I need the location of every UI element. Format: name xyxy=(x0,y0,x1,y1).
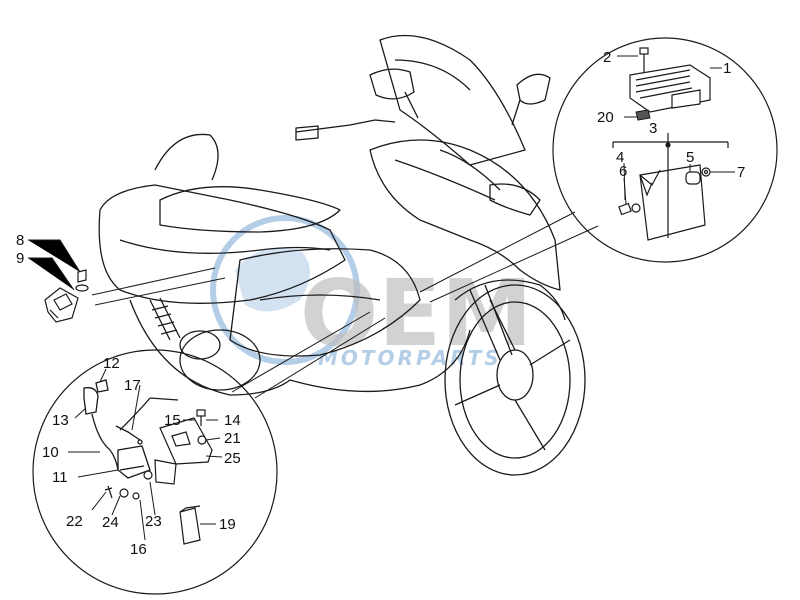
detail-circle-regulator xyxy=(552,37,778,263)
callout-7: 7 xyxy=(737,164,745,181)
callout-19: 19 xyxy=(219,516,236,533)
callout-21: 21 xyxy=(224,430,241,447)
regulator-bracket-3 xyxy=(612,133,729,238)
callout-22: 22 xyxy=(66,513,83,530)
callout-24: 24 xyxy=(102,514,119,531)
callout-17: 17 xyxy=(124,377,141,394)
voltage-regulator-part xyxy=(629,64,711,113)
regulator-small-parts xyxy=(618,167,711,216)
regulator-plate xyxy=(639,164,706,241)
fuse-box-part-19 xyxy=(179,505,201,545)
callout-3: 3 xyxy=(649,120,657,137)
pointer-lines xyxy=(91,211,599,399)
callout-20: 20 xyxy=(597,109,614,126)
callout-8: 8 xyxy=(16,232,24,249)
callout-15: 15 xyxy=(164,412,181,429)
callout-16: 16 xyxy=(130,541,147,558)
callout-4: 4 xyxy=(616,149,624,166)
callout-2: 2 xyxy=(603,49,611,66)
wiring-harness-part xyxy=(83,379,179,479)
callout-10: 10 xyxy=(42,444,59,461)
watermark-sub-text: MOTORPARTS xyxy=(318,346,502,370)
leader-lines xyxy=(28,55,735,541)
callout-9: 9 xyxy=(16,250,24,267)
detail-circle-wiring xyxy=(32,349,278,595)
rear-switch-part xyxy=(44,269,89,323)
watermark-globe-icon xyxy=(210,215,360,365)
callout-1: 1 xyxy=(723,60,731,77)
callout-14: 14 xyxy=(224,412,241,429)
callout-13: 13 xyxy=(52,412,69,429)
regulator-screw-2 xyxy=(639,47,649,72)
callout-23: 23 xyxy=(145,513,162,530)
callout-12: 12 xyxy=(103,355,120,372)
regulator-nut-20 xyxy=(635,109,651,121)
callout-5: 5 xyxy=(686,149,694,166)
scooter-illustration xyxy=(98,34,586,476)
callout-labels: 1 2 3 4 5 6 7 8 9 10 11 12 13 14 15 16 1… xyxy=(16,49,745,558)
callout-25: 25 xyxy=(224,450,241,467)
callout-11: 11 xyxy=(52,469,68,486)
callout-6: 6 xyxy=(619,163,627,180)
wiring-screws xyxy=(104,409,207,500)
